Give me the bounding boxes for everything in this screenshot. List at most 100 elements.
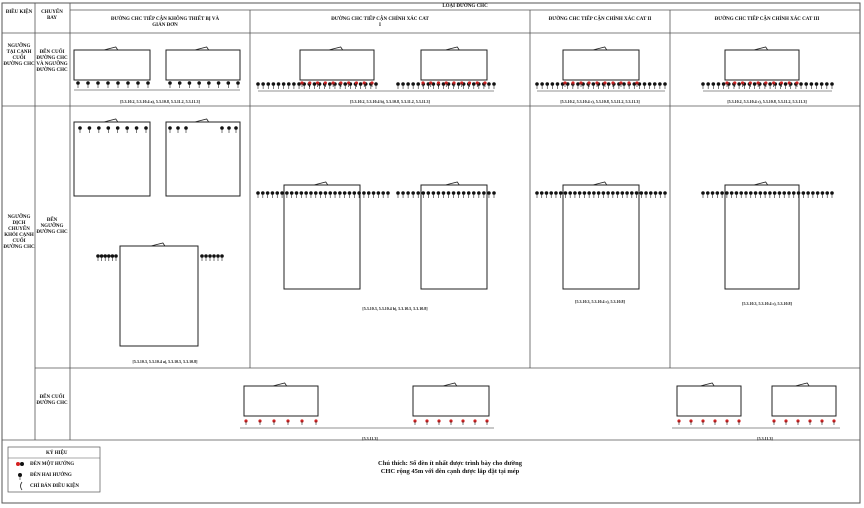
runway-r2-ni-b <box>165 121 241 197</box>
light-mark <box>471 82 476 86</box>
threshold-mark <box>442 382 458 387</box>
light-mark <box>711 82 716 86</box>
light-mark <box>266 82 271 86</box>
runway-r2-cat1-b <box>420 184 488 290</box>
light-mark <box>796 191 801 195</box>
threshold-mark <box>445 46 460 51</box>
light-mark <box>630 191 634 195</box>
threshold-mark <box>700 382 715 387</box>
legend-one-way-black-icon <box>20 462 24 466</box>
runway-r1-cat1-a <box>299 49 375 81</box>
runway-r3-c <box>676 385 742 417</box>
legend-item-one-way: ĐÈN MỘT HƯỚNG <box>30 462 75 467</box>
light-mark <box>256 191 260 195</box>
light-mark <box>576 82 580 86</box>
light-mark <box>208 254 212 258</box>
light-mark <box>411 82 415 86</box>
light-mark <box>582 191 587 195</box>
legend-item-two-way: ĐÈN HAI HƯỚNG <box>30 473 72 478</box>
ref-r1-cat1: [5.3.10.2, 5.3.10.4 b), 5.3.10.8, 5.3.11… <box>350 99 430 104</box>
note-line-1: Chú thích: Số đèn ít nhất được trình bày… <box>378 460 522 467</box>
light-mark <box>294 191 299 195</box>
light-mark <box>658 82 662 86</box>
legend-box <box>7 446 101 493</box>
light-mark <box>126 81 130 85</box>
light-mark <box>456 191 461 195</box>
light-mark <box>343 82 348 86</box>
light-mark <box>204 254 208 258</box>
light-mark <box>371 191 376 195</box>
threshold-mark <box>194 46 210 51</box>
light-mark <box>125 126 129 130</box>
light-mark <box>236 81 240 85</box>
light-mark <box>721 82 726 86</box>
light-mark <box>652 82 657 86</box>
light-mark <box>799 82 803 86</box>
light-mark <box>634 191 639 195</box>
light-mark <box>777 191 782 195</box>
light-mark <box>701 82 705 86</box>
light-mark <box>811 191 815 195</box>
light-mark <box>401 191 405 195</box>
light-mark <box>768 191 772 195</box>
light-mark <box>212 254 216 258</box>
light-mark <box>292 82 296 86</box>
threshold-mark <box>753 181 769 186</box>
light-mark <box>787 191 791 195</box>
light-mark <box>441 82 446 86</box>
runway-r1-cat2 <box>562 49 640 81</box>
light-mark <box>830 82 834 86</box>
row1-condition: NGƯỠNG TẠI CẠNH CUỐI ĐƯỜNG CHC <box>3 44 35 67</box>
light-mark <box>648 191 653 195</box>
light-mark <box>436 191 441 195</box>
light-mark <box>540 82 544 86</box>
runway-r3-a <box>243 385 319 417</box>
light-mark <box>281 82 286 86</box>
light-mark <box>710 191 715 195</box>
light-mark <box>466 191 471 195</box>
legend-title: KÝ HIỆU <box>46 451 68 456</box>
light-mark <box>106 81 110 85</box>
light-mark <box>115 126 120 130</box>
light-mark <box>550 82 555 86</box>
header-flight-mode: CHUYẾN BAY <box>41 10 63 21</box>
light-mark <box>606 191 610 195</box>
light-mark <box>226 81 231 85</box>
light-mark <box>456 82 461 86</box>
light-mark <box>134 126 139 130</box>
light-mark <box>451 191 456 195</box>
light-mark <box>309 191 313 195</box>
light-mark <box>644 191 648 195</box>
light-mark <box>114 254 118 258</box>
note-text: Chú thích: Số đèn ít nhất được trình bày… <box>300 460 600 476</box>
light-mark <box>555 82 560 86</box>
light-mark <box>328 82 332 86</box>
threshold-mark <box>592 181 608 186</box>
light-mark <box>347 191 352 195</box>
light-mark <box>763 191 767 195</box>
light-mark <box>78 126 82 130</box>
light-mark <box>207 81 211 85</box>
light-mark <box>381 191 385 195</box>
light-mark <box>358 82 363 86</box>
light-mark <box>421 191 426 195</box>
light-mark <box>663 191 667 195</box>
light-mark <box>280 191 284 195</box>
light-mark <box>596 191 601 195</box>
header-condition: ĐIỀU KIỆN <box>5 10 33 15</box>
light-mark <box>658 191 663 195</box>
light-mark <box>376 191 381 195</box>
light-mark <box>416 191 421 195</box>
threshold-mark <box>194 118 210 123</box>
light-mark <box>791 191 796 195</box>
runway-r2-cat2 <box>562 184 640 290</box>
light-mark <box>492 82 496 86</box>
light-mark <box>592 191 596 195</box>
light-mark <box>632 82 637 86</box>
light-mark <box>477 191 481 195</box>
threshold-mark <box>313 181 329 186</box>
light-mark <box>772 191 777 195</box>
